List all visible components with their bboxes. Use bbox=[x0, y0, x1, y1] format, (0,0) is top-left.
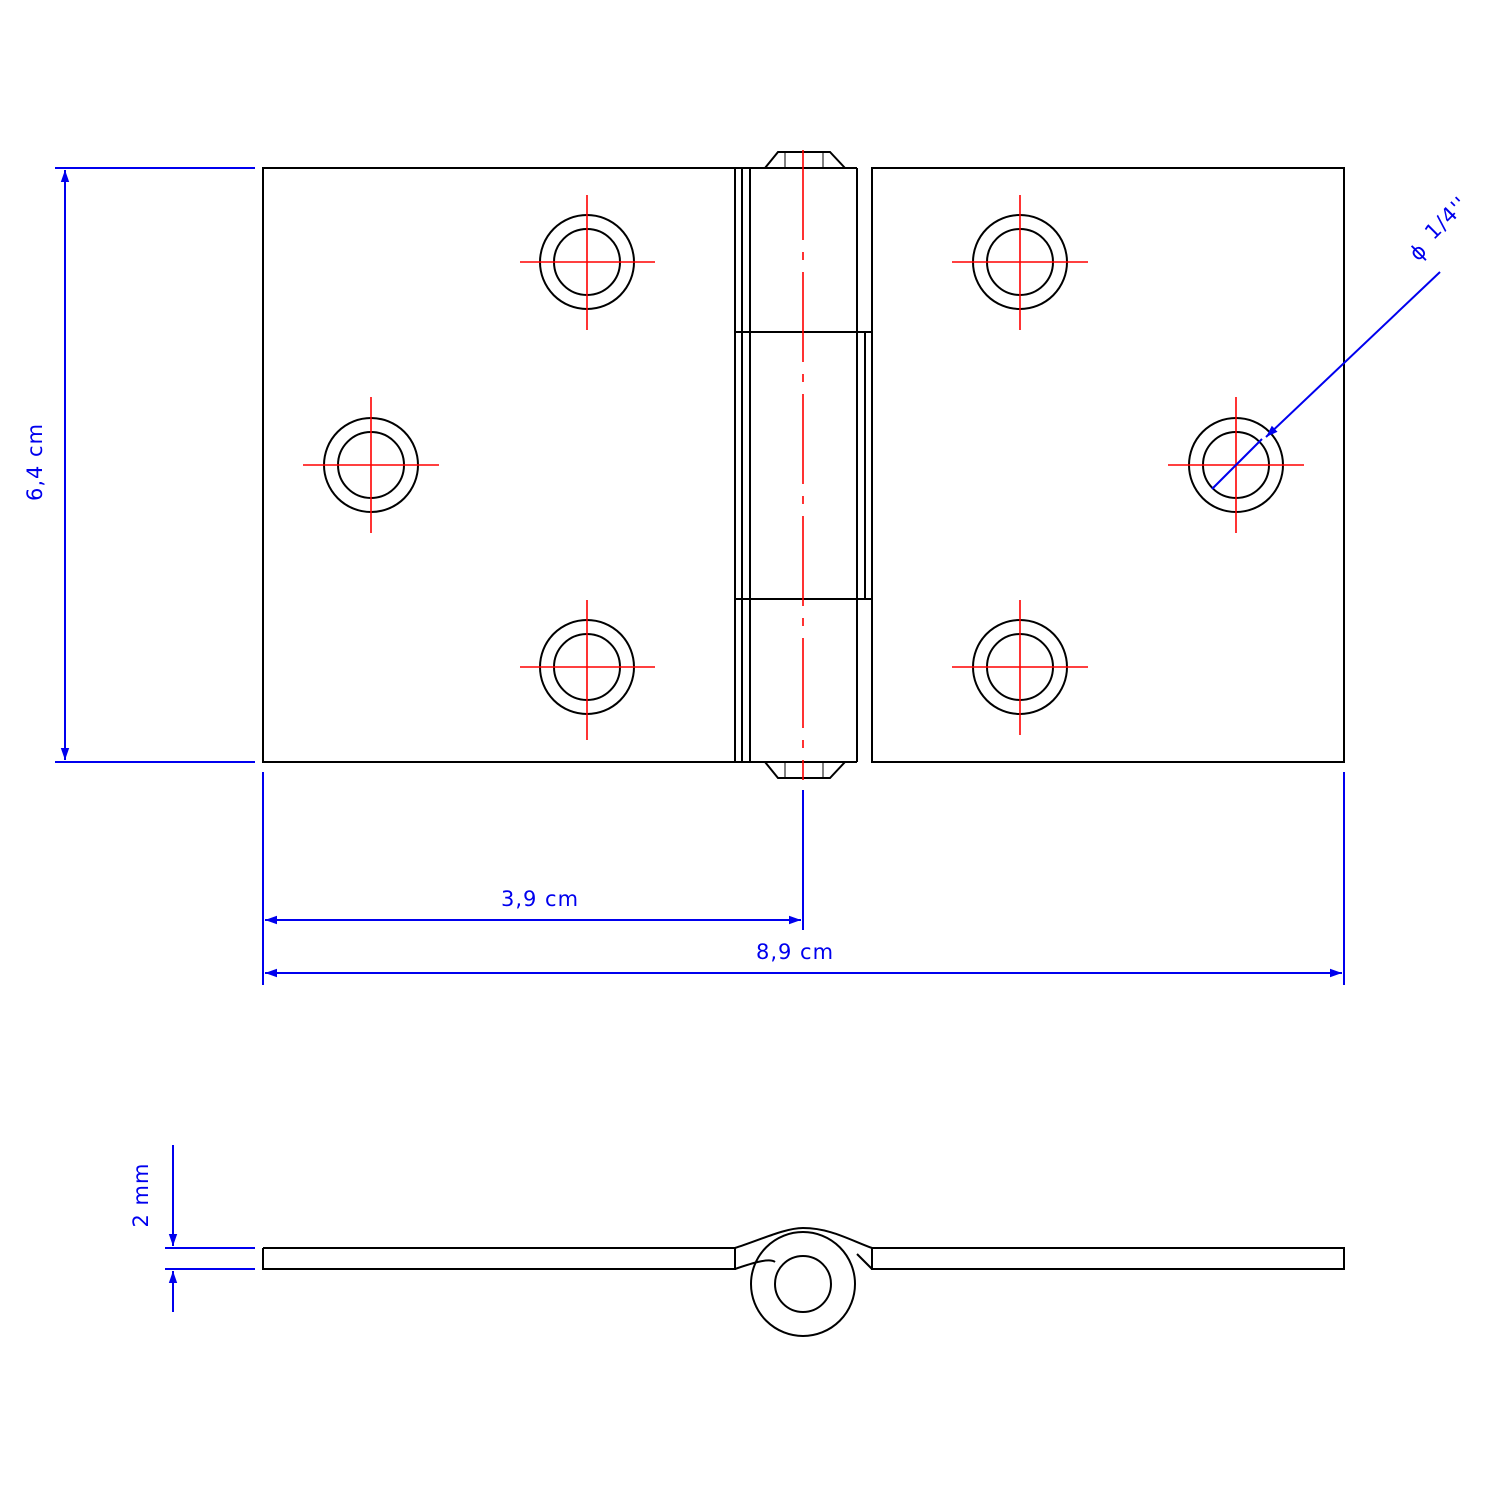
dimension-pin-offset bbox=[262, 772, 804, 985]
side-leaf-left bbox=[263, 1226, 1345, 1270]
pin-cap-bottom bbox=[764, 761, 846, 779]
screw-hole bbox=[520, 600, 655, 740]
knuckle-outer bbox=[750, 1231, 856, 1337]
screw-hole bbox=[952, 195, 1088, 330]
dimension-thickness bbox=[165, 1145, 255, 1312]
screw-hole bbox=[952, 600, 1088, 735]
thickness-label: 2 mm bbox=[129, 1163, 153, 1228]
screw-hole bbox=[303, 397, 439, 533]
hinge-top-view bbox=[262, 151, 1345, 779]
pin-cap-top bbox=[764, 151, 846, 169]
hole-diameter-label: ϕ 1/4'' bbox=[1405, 192, 1473, 266]
pin-offset-label: 3,9 cm bbox=[501, 887, 579, 911]
dimension-height bbox=[55, 167, 255, 763]
screw-hole bbox=[520, 195, 655, 330]
diameter-value: 1/4'' bbox=[1420, 192, 1473, 245]
height-label: 6,4 cm bbox=[23, 423, 47, 501]
dimension-hole-diameter bbox=[1211, 271, 1441, 490]
diameter-symbol: ϕ bbox=[1405, 238, 1432, 265]
dimension-total-width bbox=[265, 772, 1345, 985]
knuckle-inner bbox=[774, 1255, 832, 1313]
hinge-side-view bbox=[262, 1226, 1345, 1337]
total-width-label: 8,9 cm bbox=[756, 940, 834, 964]
